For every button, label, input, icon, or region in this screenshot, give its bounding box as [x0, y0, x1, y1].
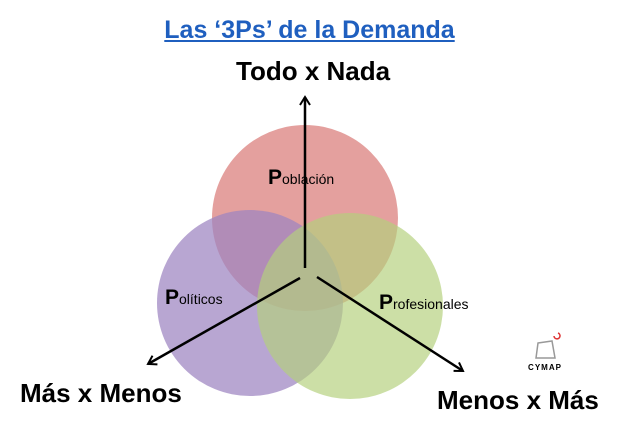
axis-label-top: Todo x Nada	[236, 56, 391, 86]
svg-text:CYMAP: CYMAP	[528, 363, 562, 372]
page-title: Las ‘3Ps’ de la Demanda	[164, 16, 455, 44]
axis-label-left: Más x Menos	[20, 378, 182, 408]
arrow-left-down	[146, 276, 301, 366]
label-profesionales: Profesionales	[379, 291, 469, 314]
arrow-right-down	[316, 275, 465, 373]
axis-label-right: Menos x Más	[437, 385, 599, 415]
label-politicos: Políticos	[165, 286, 223, 309]
label-poblacion: Población	[268, 166, 335, 189]
cymap-logo-icon: CYMAP	[528, 332, 562, 372]
circle-profesionales	[257, 213, 443, 399]
